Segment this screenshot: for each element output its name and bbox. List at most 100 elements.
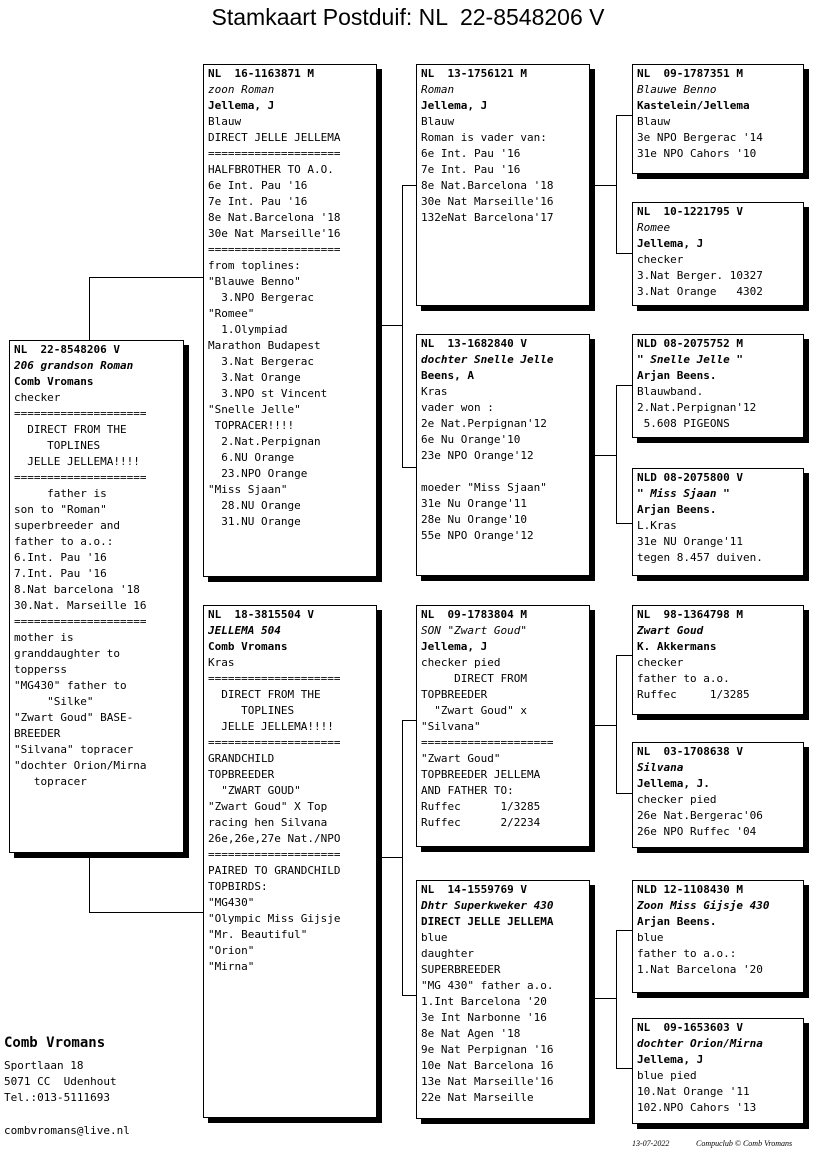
card-line: 7e Int. Pau '16 <box>208 195 308 208</box>
card-line: HALFBROTHER TO A.O. <box>208 163 334 176</box>
connector <box>616 655 634 656</box>
card-line: Ruffec 1/3285 <box>421 800 541 813</box>
card-line: "Zwart Goud" X Top <box>208 800 328 813</box>
card-line: TOPLINES <box>208 704 295 717</box>
ring-number: NL 16-1163871 M <box>208 67 314 80</box>
card-line: Kras <box>421 385 448 398</box>
card-line: Blauw <box>208 115 242 128</box>
connector <box>89 855 90 912</box>
card-line: topperss <box>14 663 67 676</box>
card-line: 2.Nat.Perpignan'12 <box>637 401 757 414</box>
card-line: PAIRED TO GRANDCHILD <box>208 864 341 877</box>
card-line: Zoon Miss Gijsje 430 <box>637 899 770 912</box>
card-line: "Zwart Goud" BASE- <box>14 711 134 724</box>
card-line: Jellema, J <box>208 99 275 112</box>
card-line: TOPRACER!!!! <box>208 419 295 432</box>
card-line: ==================== <box>208 243 341 256</box>
card-line: ==================== <box>208 848 341 861</box>
connector <box>402 720 418 721</box>
card-line: 30e Nat Marseille'16 <box>421 195 554 208</box>
card-line: superbreeder and <box>14 519 120 532</box>
card-line: son to "Roman" <box>14 503 107 516</box>
card-line <box>421 464 585 480</box>
card-line: Blauwe Benno <box>637 83 717 96</box>
card-line: 2.Nat.Perpignan <box>208 435 321 448</box>
card-line: 206 grandson Roman <box>14 359 134 372</box>
card-line: AND FATHER TO: <box>421 784 514 797</box>
card-line: Ruffec 1/3285 <box>637 688 750 701</box>
card-line: daughter <box>421 947 474 960</box>
owner-name: Comb Vromans <box>4 1035 106 1051</box>
card-line: Roman is vader van: <box>421 131 547 144</box>
card-line: 3.NPO st Vincent <box>208 387 328 400</box>
card-line: "Zwart Goud" <box>421 752 501 765</box>
connector <box>616 115 634 116</box>
card-line: checker <box>637 253 684 266</box>
card-line: ==================== <box>208 736 341 749</box>
card-line: ==================== <box>421 736 554 749</box>
owner-phone: Tel.:013-5111693 <box>4 1091 110 1104</box>
card-line: 8e Nat.Barcelona '18 <box>421 179 554 192</box>
connector <box>402 467 418 468</box>
card-line: "Mirna" <box>208 960 255 973</box>
card-line: Blauw <box>421 115 455 128</box>
connector <box>616 930 634 931</box>
card-line: 8e Nat Agen '18 <box>421 1027 521 1040</box>
ring-number: NL 98-1364798 M <box>637 608 743 621</box>
ring-number: NLD 12-1108430 M <box>637 883 743 896</box>
card-line: Jellema, J <box>421 99 488 112</box>
card-line: Ruffec 2/2234 <box>421 816 541 829</box>
card-line: blue pied <box>637 1069 697 1082</box>
card-line: 31.NU Orange <box>208 515 301 528</box>
card-line: dochter Snelle Jelle <box>421 353 554 366</box>
connector <box>402 720 403 995</box>
owner-email: combvromans@live.nl <box>4 1124 130 1137</box>
card-line: ==================== <box>14 615 147 628</box>
card-line: 26e,26e,27e Nat./NPO <box>208 832 341 845</box>
card-line: "Romee" <box>208 307 255 320</box>
footer-date: 13-07-2022 <box>632 1139 670 1148</box>
card-line: 3.NPO Bergerac <box>208 291 314 304</box>
card-line: "ZWART GOUD" <box>208 784 301 797</box>
connector <box>381 325 403 326</box>
card-line: 8e Nat.Barcelona '18 <box>208 211 341 224</box>
card-line: 3.Nat Berger. 10327 <box>637 269 763 282</box>
footer-credit: Compuclub © Comb Vromans <box>696 1139 793 1148</box>
card-line: Comb Vromans <box>14 375 94 388</box>
card-line: 23e NPO Orange'12 <box>421 449 534 462</box>
card-line: Blauw <box>637 115 671 128</box>
card-line: "dochter Orion/Mirna <box>14 759 147 772</box>
ring-number: NLD 08-2075752 M <box>637 337 743 350</box>
card-line: TOPLINES <box>14 439 101 452</box>
pedigree-card-fmm: NLD 08-2075800 V" Miss Sjaan "Arjan Been… <box>632 468 804 576</box>
card-line: 26e Nat.Bergerac'06 <box>637 809 763 822</box>
card-line: granddaughter to <box>14 647 120 660</box>
connector <box>616 253 634 254</box>
ring-number: NL 09-1783804 M <box>421 608 527 621</box>
ring-number: NL 13-1682840 V <box>421 337 527 350</box>
card-line: blue <box>421 931 448 944</box>
card-line: vader won : <box>421 401 494 414</box>
card-line: ==================== <box>14 407 147 420</box>
connector <box>89 912 205 913</box>
card-line: DIRECT FROM <box>421 672 527 685</box>
card-line: 1.Olympiad <box>208 323 288 336</box>
card-line: "Miss Sjaan" <box>208 483 288 496</box>
card-line: 13e Nat Marseille'16 <box>421 1075 554 1088</box>
card-line: Dhtr Superkweker 430 <box>421 899 554 912</box>
card-line: dochter Orion/Mirna <box>637 1037 763 1050</box>
card-line: 2e Nat.Perpignan'12 <box>421 417 547 430</box>
card-line: "Silvana" topracer <box>14 743 134 756</box>
card-line: 3.Nat Bergerac <box>208 355 314 368</box>
card-line: father to a.o.: <box>637 947 737 960</box>
card-line: moeder "Miss Sjaan" <box>421 481 547 494</box>
